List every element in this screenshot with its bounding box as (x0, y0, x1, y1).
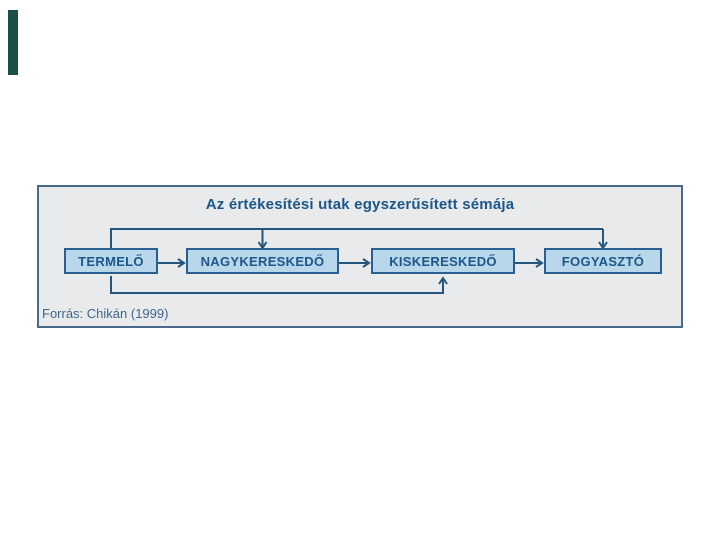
node-fogyaszto: FOGYASZTÓ (544, 248, 662, 274)
node-nagykereskedo-label: NAGYKERESKEDŐ (200, 253, 325, 269)
arrowhead-up-kiskereskedo (438, 276, 448, 285)
node-termelo: TERMELŐ (64, 248, 158, 274)
diagram-panel: Az értékesítési utak egyszerűsített sémá… (37, 185, 683, 328)
arrowhead-right-nagykereskedo (177, 258, 186, 268)
node-nagykereskedo: NAGYKERESKEDŐ (186, 248, 339, 274)
arrowhead-right-fogyaszto (535, 258, 544, 268)
node-kiskereskedo-label: KISKERESKEDŐ (389, 253, 497, 269)
node-kiskereskedo: KISKERESKEDŐ (371, 248, 515, 274)
diagram-title: Az értékesítési utak egyszerűsített sémá… (205, 196, 515, 213)
arrowhead-right-kiskereskedo (362, 258, 371, 268)
bypass-line-top (110, 228, 603, 248)
node-fogyaszto-label: FOGYASZTÓ (561, 253, 645, 269)
source-note: Forrás: Chikán (1999) (42, 306, 169, 321)
node-termelo-label: TERMELŐ (78, 253, 144, 269)
slide-accent-bar (8, 10, 18, 75)
bypass-line-bottom (110, 276, 444, 294)
